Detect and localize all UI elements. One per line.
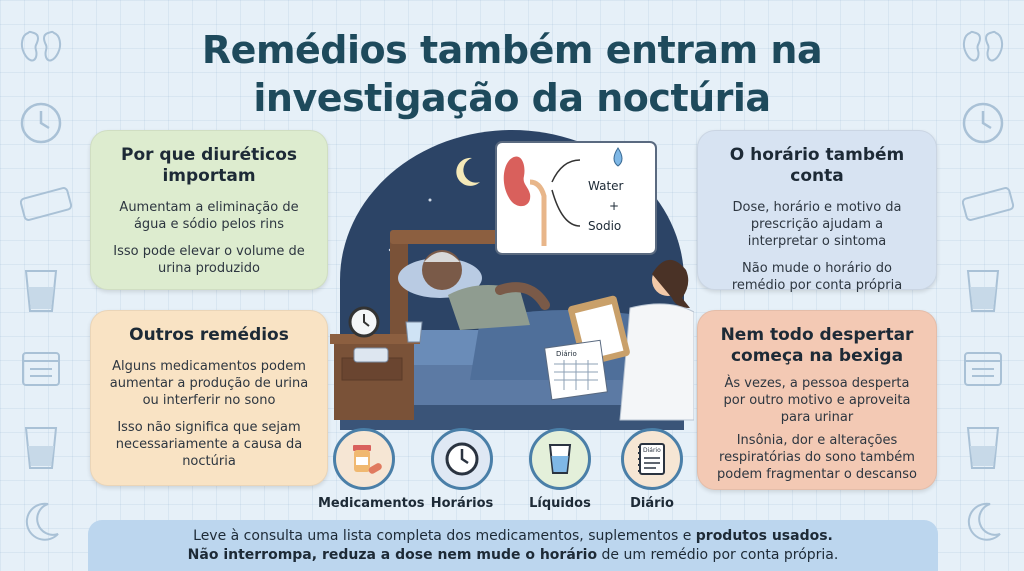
icon-item-diario: Diário Diário — [606, 428, 698, 511]
bedroom-illustration: Water + Sodio Diário — [330, 130, 694, 430]
kidney-callout — [495, 141, 657, 255]
footer-emphasis: Não interrompa, reduza a dose nem mude o… — [187, 547, 598, 563]
pill-pack-icon — [19, 187, 73, 221]
kidney-water-label: Water — [588, 179, 624, 193]
card-heading: O horário também conta — [729, 145, 905, 186]
clock-icon — [20, 102, 62, 144]
water-drop-icon — [613, 147, 623, 167]
clock-icon — [445, 442, 479, 476]
icon-label: Diário — [630, 496, 674, 511]
icon-item-medicamentos: Medicamentos — [318, 428, 425, 511]
card-outros-remedios: Outros remédios Alguns medicamentos pode… — [90, 310, 328, 486]
icon-item-liquidos: Líquidos — [514, 428, 606, 511]
sleep-diary-label: Diário — [556, 350, 577, 358]
page-title: Remédios também entram na investigação d… — [150, 26, 874, 122]
icon-label: Medicamentos — [318, 496, 425, 511]
card-diureticos: Por que diuréticos importam Aumentam a e… — [90, 130, 328, 290]
footer-text: de um remédio por conta própria. — [597, 547, 839, 563]
water-glass-icon — [405, 321, 423, 343]
right-decoration — [948, 20, 1018, 550]
calendar-icon — [964, 352, 1002, 386]
diary-icon: Diário — [638, 443, 665, 475]
card-text: Aumentam a eliminação de água e sódio pe… — [119, 200, 299, 232]
card-heading: Por que diuréticos importam — [120, 145, 297, 186]
calendar-icon — [22, 352, 60, 386]
water-glass-icon — [966, 270, 1000, 312]
water-glass-icon — [24, 270, 58, 312]
title-line-2: investigação da noctúria — [253, 76, 771, 120]
kidney-plus-label: + — [609, 199, 619, 213]
card-despertar: Nem todo despertar começa na bexiga Às v… — [697, 310, 937, 490]
footer-note: Leve à consulta uma lista completa dos m… — [88, 520, 938, 571]
card-text: Isso não significa que sejam necessariam… — [115, 420, 303, 469]
card-text: Insônia, dor e alterações respiratórias … — [716, 433, 918, 482]
pill-bottle-icon — [353, 445, 382, 474]
topic-icons: Medicamentos Horários Líquidos Diário — [318, 428, 698, 518]
card-text: Não mude o horário do remédio por conta … — [731, 261, 903, 293]
moon-icon — [25, 502, 59, 541]
icon-label: Horários — [430, 496, 494, 511]
card-text: Às vezes, a pessoa desperta por outro mo… — [723, 376, 911, 425]
card-text: Alguns medicamentos podem aumentar a pro… — [109, 359, 309, 408]
pill-pack-icon — [961, 187, 1015, 221]
moon-icon — [456, 157, 480, 186]
pill-organizer-icon — [353, 347, 389, 363]
water-glass-icon — [548, 444, 572, 474]
water-glass-icon — [24, 427, 58, 469]
title-line-1: Remédios também entram na — [201, 28, 823, 72]
card-text: Dose, horário e motivo da prescrição aju… — [732, 200, 902, 249]
icon-item-horarios: Horários — [416, 428, 508, 511]
footer-line-2: Não interrompa, reduza a dose nem mude o… — [88, 546, 938, 565]
moon-icon — [967, 502, 1001, 541]
kidney-sodio-label: Sodio — [588, 219, 621, 233]
water-glass-icon — [966, 427, 1000, 469]
kidney-icon — [962, 30, 1004, 62]
diary-icon-text: Diário — [643, 447, 661, 454]
footer-text: Leve à consulta uma lista completa dos m… — [193, 528, 696, 544]
kidney-icon — [20, 30, 62, 62]
icon-label: Líquidos — [529, 496, 591, 511]
card-heading: Nem todo despertar começa na bexiga — [720, 325, 914, 366]
kidney-icon — [503, 156, 531, 207]
footer-emphasis: produtos usados. — [695, 528, 833, 544]
left-decoration — [6, 20, 76, 550]
clock-icon — [962, 102, 1004, 144]
card-text: Isso pode elevar o volume de urina produ… — [113, 244, 305, 276]
card-horario: O horário também conta Dose, horário e m… — [697, 130, 937, 293]
card-heading: Outros remédios — [129, 325, 289, 345]
footer-line-1: Leve à consulta uma lista completa dos m… — [88, 527, 938, 546]
